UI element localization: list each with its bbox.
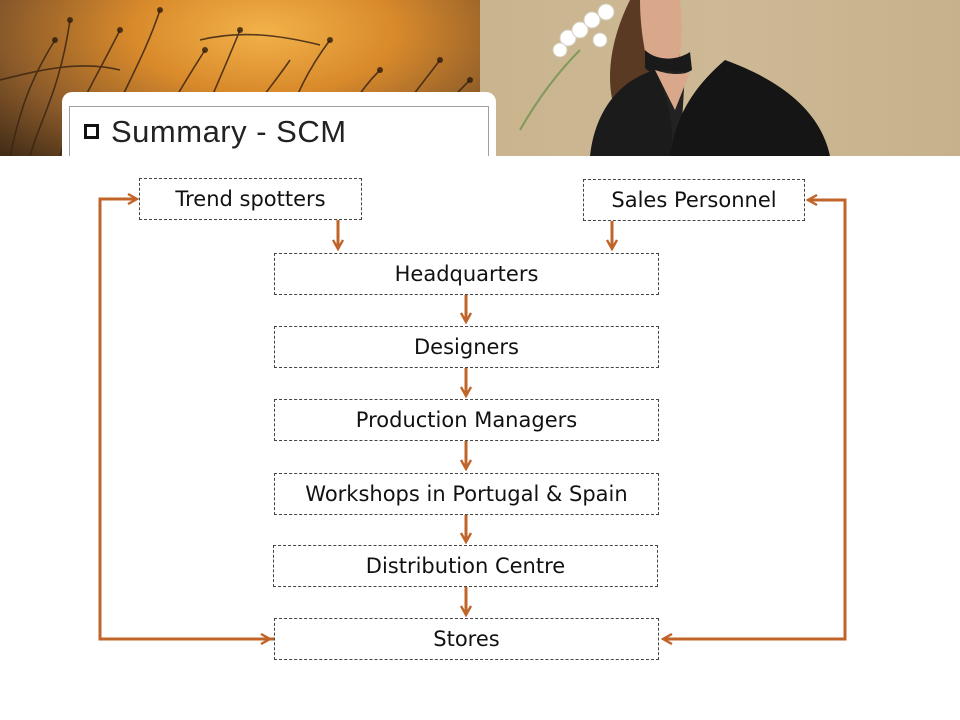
- node-workshops: Workshops in Portugal & Spain: [274, 473, 659, 515]
- square-bullet-icon: [84, 124, 99, 139]
- node-sales-personnel: Sales Personnel: [583, 179, 805, 221]
- node-label: Designers: [414, 335, 519, 359]
- node-label: Headquarters: [394, 262, 539, 286]
- node-headquarters: Headquarters: [274, 253, 659, 295]
- header-banner: Summary - SCM: [0, 0, 960, 156]
- page-title: Summary - SCM: [111, 113, 347, 149]
- banner-photo-model: [480, 0, 960, 156]
- node-trend-spotters: Trend spotters: [139, 178, 362, 220]
- node-label: Distribution Centre: [365, 554, 566, 578]
- node-stores: Stores: [274, 618, 659, 660]
- node-production-managers: Production Managers: [274, 399, 659, 441]
- title-tab: [62, 92, 496, 156]
- arrow-stores-to-trend: [98, 199, 274, 641]
- node-label: Trend spotters: [175, 187, 326, 211]
- node-label: Production Managers: [355, 408, 578, 432]
- arrow-loop-to-sales: [808, 200, 847, 639]
- node-label: Workshops in Portugal & Spain: [305, 482, 628, 506]
- node-designers: Designers: [274, 326, 659, 368]
- node-distribution-centre: Distribution Centre: [273, 545, 658, 587]
- arrow-stores-to-sales: [663, 200, 847, 639]
- node-label: Sales Personnel: [611, 188, 777, 212]
- node-label: Stores: [433, 627, 500, 651]
- title-box: Summary - SCM: [69, 106, 489, 156]
